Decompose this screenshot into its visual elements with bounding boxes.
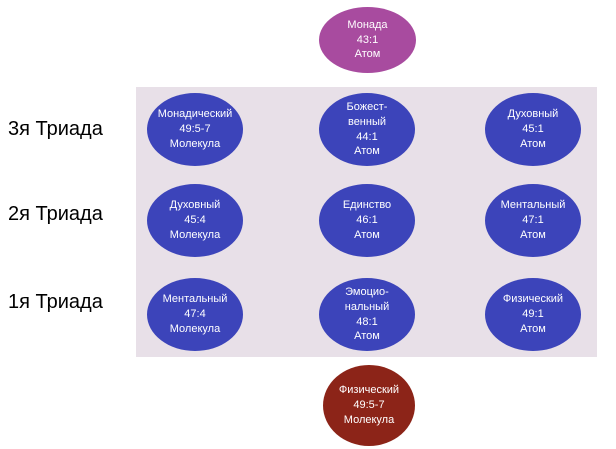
node-emotional-atom: Эмоцио- нальный 48:1 Атом	[319, 278, 415, 351]
node-monadic-molecule: Монадический 49:5-7 Молекула	[147, 93, 243, 166]
node-spiritual-molecule: Духовный 45:4 Молекула	[147, 184, 243, 257]
node-mental-atom: Ментальный 47:1 Атом	[485, 184, 581, 257]
row-label-triad-2: 2я Триада	[8, 203, 103, 225]
node-physical-atom: Физический 49:1 Атом	[485, 278, 581, 351]
node-spiritual-atom: Духовный 45:1 Атом	[485, 93, 581, 166]
row-label-triad-1: 1я Триада	[8, 291, 103, 313]
node-divine-atom: Божест- венный 44:1 Атом	[319, 93, 415, 166]
row-label-triad-3: 3я Триада	[8, 118, 103, 140]
node-physical-molecule: Физический 49:5-7 Молекула	[323, 365, 415, 446]
node-unity-atom: Единство 46:1 Атом	[319, 184, 415, 257]
node-monad: Монада 43:1 Атом	[319, 7, 416, 73]
node-mental-molecule: Ментальный 47:4 Молекула	[147, 278, 243, 351]
